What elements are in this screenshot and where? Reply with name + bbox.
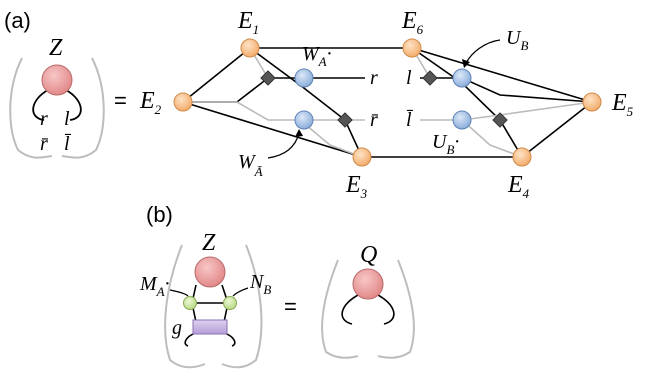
label-wabar: WĀ <box>238 151 263 179</box>
corner-nodes <box>173 38 602 167</box>
lhs-grey-outline-left <box>9 57 53 159</box>
network-index-labels: r r̄ l l̄ <box>370 67 413 131</box>
net-index-lbar: l̄ <box>406 109 413 131</box>
b-g-leg-right <box>223 332 236 347</box>
panel-b-equals: = <box>284 294 297 319</box>
q-node <box>352 268 384 300</box>
b-m-label: MA· <box>139 273 170 299</box>
arrow-ub <box>465 39 501 64</box>
node-ub <box>452 68 472 88</box>
label-ubdot: UB· <box>432 131 459 157</box>
lhs-grey-outline-right <box>61 57 105 159</box>
node-e3 <box>352 147 372 167</box>
arrow-ub-head <box>462 59 470 68</box>
lhs-leg-left <box>32 89 49 121</box>
edge-e2-e1 <box>182 47 251 103</box>
tensor-nodes <box>294 68 472 130</box>
q-label: Q <box>360 242 377 268</box>
panel-a-equals: = <box>114 88 127 113</box>
q-grey-outline-left <box>321 259 359 359</box>
grey-link-e3 <box>299 119 363 158</box>
node-wa <box>294 68 314 88</box>
b-g-box <box>192 319 228 335</box>
diamonds <box>260 70 508 128</box>
q-grey-outline-right <box>377 259 415 359</box>
lhs-leg-right <box>65 89 82 121</box>
panel-b-q-diagram: Q <box>321 242 415 359</box>
b-grey-outline-left <box>164 244 206 369</box>
label-wa: WA· <box>302 43 332 69</box>
panel-a: (a) Z r l r̄ l̄ = <box>4 8 634 201</box>
lhs-z-diagram: Z r l r̄ l̄ <box>9 35 105 159</box>
label-e6: E6 <box>401 8 424 37</box>
diamond-b2 <box>492 112 508 128</box>
b-z-node <box>194 256 226 288</box>
q-leg-left <box>341 293 361 325</box>
edge-e1-e3 <box>249 47 363 158</box>
b-g-leg-left <box>184 332 197 347</box>
lhs-index-lbar: l̄ <box>64 133 71 155</box>
node-wabar <box>294 110 314 130</box>
panel-b: (b) Z MA· NB g = <box>139 202 415 369</box>
inner-line-rbar <box>183 101 365 121</box>
b-m-node <box>183 296 197 310</box>
net-index-r: r <box>370 67 378 89</box>
inner-line-l <box>420 77 593 103</box>
label-e4: E4 <box>507 172 530 201</box>
net-index-rbar: r̄ <box>370 109 378 131</box>
label-e1: E1 <box>237 8 259 37</box>
b-grey-outline-right <box>221 244 263 369</box>
vertex-labels: E1 E2 E3 E4 E5 E6 <box>139 8 634 201</box>
label-e3: E3 <box>345 172 368 201</box>
network-lines <box>182 47 593 158</box>
b-n-label: NB <box>249 271 271 297</box>
lhs-z-label: Z <box>49 35 63 61</box>
q-leg-right <box>375 293 395 325</box>
panel-b-label: (b) <box>146 202 173 227</box>
panel-b-z-diagram: Z MA· NB g <box>139 230 271 369</box>
node-e4 <box>512 147 532 167</box>
b-z-label: Z <box>202 230 216 256</box>
label-e5: E5 <box>611 90 634 119</box>
diamond-a2 <box>337 112 353 128</box>
node-e5 <box>582 92 602 112</box>
node-e2 <box>173 92 193 112</box>
b-n-node <box>223 296 237 310</box>
tensor-labels: WA· WĀ UB UB· <box>238 27 528 179</box>
grey-link-e4 <box>461 119 523 158</box>
lhs-index-r: r <box>40 108 48 130</box>
lhs-index-rbar: r̄ <box>40 133 48 155</box>
edge-e6-e5 <box>411 47 593 103</box>
inner-line-r <box>183 77 365 103</box>
edge-e3-e2 <box>182 101 363 158</box>
inner-line-lbar <box>420 101 593 121</box>
diamond-b1 <box>422 70 438 86</box>
node-e1 <box>240 38 260 58</box>
edge-e5-e4 <box>521 101 593 158</box>
b-arrow-m <box>169 289 189 297</box>
arrow-wabar-head <box>295 129 303 137</box>
lhs-index-l: l <box>64 108 70 130</box>
node-ubdot <box>452 110 472 130</box>
node-e6 <box>402 38 422 58</box>
b-g-label: g <box>172 317 182 339</box>
diamond-a1 <box>260 70 276 86</box>
label-e2: E2 <box>139 88 162 117</box>
panel-a-label: (a) <box>4 8 31 33</box>
lhs-z-node <box>41 64 73 96</box>
b-arrow-n <box>232 287 249 297</box>
edge-e6-e4 <box>411 47 523 158</box>
net-index-l: l <box>406 67 412 89</box>
label-ub: UB <box>506 27 528 53</box>
